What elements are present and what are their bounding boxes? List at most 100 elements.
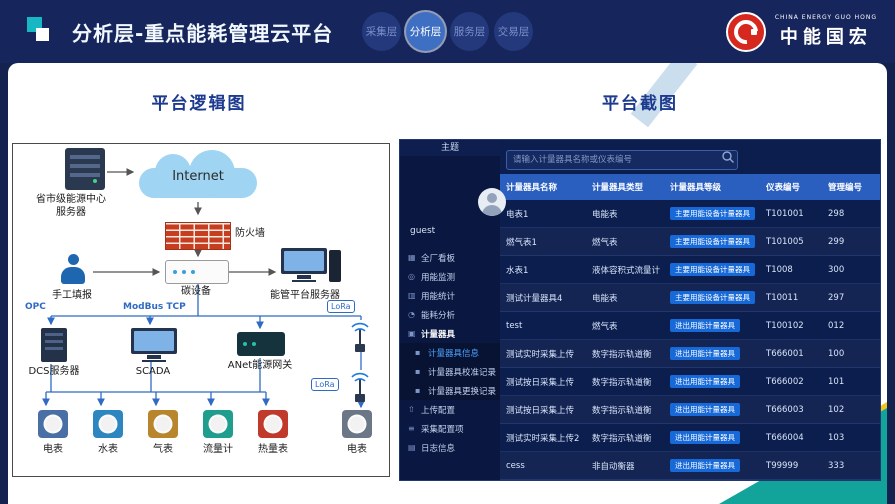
grade-badge: 进出用能计量器具: [670, 459, 740, 472]
grade-badge: 进出用能计量器具: [670, 347, 740, 360]
layer-tab-4[interactable]: 交易层: [494, 12, 533, 51]
center-server-icon: [65, 148, 105, 190]
cell: T99999: [766, 460, 799, 471]
logo-square-white-icon: [36, 28, 49, 41]
cell: T666002: [766, 376, 804, 387]
cell: cess: [506, 460, 525, 471]
logic-diagram: 省市级能源中心服务器 Internet 防火墙 手工填报 碳设备 能管平台服务器…: [12, 143, 390, 477]
column-header[interactable]: 计量器具类型: [592, 183, 644, 193]
cell: 非自动衡器: [592, 461, 635, 472]
lora-antenna-icon: [347, 370, 373, 404]
menu-item[interactable]: ▪计量器具校准记录: [400, 362, 500, 381]
menu-item[interactable]: ◔能耗分析: [400, 305, 500, 324]
diagram-connectors: [42, 168, 365, 409]
search-input[interactable]: [506, 150, 738, 170]
cell: 297: [828, 292, 845, 303]
cell: T666003: [766, 404, 804, 415]
menu-item[interactable]: ▪计量器具更换记录: [400, 381, 500, 400]
menu-item[interactable]: ▣计量器具: [400, 324, 500, 343]
meter-1: 电表: [31, 410, 75, 455]
menu-item[interactable]: ▦ 全厂看板: [400, 248, 500, 267]
monitoring-icon: ◎: [408, 272, 415, 281]
grade-badge: 主要用能设备计量器具: [670, 207, 755, 220]
meter-5: 热量表: [251, 410, 295, 455]
cell: 测试按日采集上传: [506, 377, 575, 388]
cell: 水表1: [506, 265, 529, 276]
meter-icon: [203, 410, 233, 438]
cell: T666001: [766, 348, 804, 359]
layer-tab-2[interactable]: 分析层: [406, 12, 445, 51]
meter-icon: [258, 410, 288, 438]
meter-6: 电表: [335, 410, 379, 455]
cell: 103: [828, 432, 845, 443]
menu-item[interactable]: ◎用能监测: [400, 267, 500, 286]
menu-label: 全厂看板: [421, 253, 456, 264]
menu-item[interactable]: ▥用能统计: [400, 286, 500, 305]
grade-badge: 进出用能计量器具: [670, 375, 740, 388]
cell-grade: 主要用能设备计量器具: [664, 291, 760, 304]
meter-icon: [93, 410, 123, 438]
internet-cloud-icon: Internet: [139, 150, 257, 202]
cell: 数字指示轨道衡: [592, 377, 652, 388]
column-header[interactable]: 计量器具等级: [670, 183, 722, 193]
grade-badge: 主要用能设备计量器具: [670, 263, 755, 276]
cell: T1008: [766, 264, 793, 275]
layer-tab-1[interactable]: 采集层: [362, 12, 401, 51]
analysis-icon: ◔: [408, 310, 415, 319]
cell: 299: [828, 236, 845, 247]
menu-item[interactable]: ≡采集配置项: [400, 419, 500, 438]
column-header[interactable]: 管理编号: [828, 183, 863, 193]
logs-icon: ▤: [408, 443, 416, 452]
cell: 燃气表: [592, 237, 618, 248]
cell-grade: 进出用能计量器具: [664, 403, 760, 416]
menu-item[interactable]: ▤日志信息: [400, 438, 500, 457]
layer-tab-3[interactable]: 服务层: [450, 12, 489, 51]
company-logo-icon: [725, 11, 766, 52]
meter-label: 电表: [347, 444, 367, 455]
menu-item[interactable]: ▪计量器具信息: [400, 343, 500, 362]
column-header[interactable]: 仪表编号: [766, 183, 801, 193]
menu-label: 计量器具校准记录: [428, 367, 497, 378]
menu-label: 计量器具更换记录: [428, 386, 497, 397]
menu-label: 用能统计: [421, 291, 456, 302]
theme-button[interactable]: 主题: [400, 140, 500, 156]
firewall-icon: [165, 222, 231, 250]
meter-2: 水表: [86, 410, 130, 455]
cell: 电能表: [592, 209, 618, 220]
cell: 燃气表: [592, 321, 618, 332]
user-avatar[interactable]: [478, 188, 506, 216]
anet-gateway-label: ANet能源网关: [227, 360, 293, 371]
cell-grade: 进出用能计量器具: [664, 459, 760, 472]
cell: 测试实时采集上传: [506, 349, 575, 360]
search-icon[interactable]: [721, 150, 735, 164]
meter-icon: [342, 410, 372, 438]
table-row[interactable]: 测试按日采集上传 数字指示轨道衡 进出用能计量器具 T666002 101: [500, 368, 880, 396]
opc-label: OPC: [25, 302, 46, 312]
menu-item[interactable]: ⇧上传配置: [400, 400, 500, 419]
edge-device-label: 碳设备: [181, 286, 211, 297]
cell: 101: [828, 376, 845, 387]
cell: 测试实时采集上传2: [506, 433, 580, 444]
meter-icon: [148, 410, 178, 438]
cell: 数字指示轨道衡: [592, 349, 652, 360]
meters-icon: ▣: [408, 329, 416, 338]
collection-config-icon: ≡: [408, 424, 415, 433]
meter-label: 水表: [98, 444, 118, 455]
dashboard-icon: ▦: [408, 253, 416, 262]
firewall-label: 防火墙: [235, 228, 265, 239]
company-name: CHINA ENERGY GUO HONG 中能国宏: [775, 14, 877, 49]
platform-screenshot: 主题 guest ▦全厂看板◎用能监测▥用能统计◔能耗分析▣计量器具▪计量器具信…: [400, 140, 880, 480]
lora-antenna-icon: [347, 320, 373, 354]
column-header[interactable]: 计量器具名称: [506, 183, 558, 193]
meter-label: 流量计: [203, 444, 233, 455]
